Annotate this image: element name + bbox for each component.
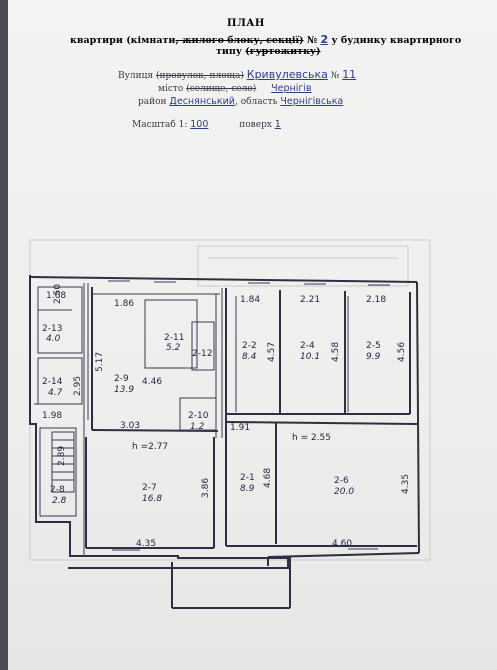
district-line: район Деснянський, область Чернігівська [138, 96, 343, 107]
room-2-5-id: 2-5 [366, 341, 381, 351]
city-label: місто [158, 84, 184, 94]
room-2-2-area: 8.4 [242, 352, 257, 362]
dim-5-17: 5.17 [95, 352, 105, 372]
line2-strike: (гуртожитку) [245, 46, 321, 57]
apartment-number: 2 [320, 33, 329, 46]
room-2-4-id: 2-4 [300, 341, 315, 351]
dim-4-35-right: 4.35 [401, 474, 411, 494]
room-2-11-id: 2-11 [164, 333, 184, 343]
room-2-8-area: 2.8 [52, 496, 67, 506]
scale-value: 100 [190, 119, 209, 130]
title-line-2: типу (гуртожитку) [216, 46, 321, 57]
document-sheet: ПЛАН квартири (кімнати, жилого блоку, се… [8, 0, 497, 670]
street-label: Вулиця [118, 71, 154, 81]
line1-post: у будинку квартирного [331, 35, 462, 46]
room-2-14-area: 4.7 [48, 388, 63, 398]
dimension-labels: 1.68 2.50 1.86 5.17 2.95 1.98 2.89 4.46 … [42, 284, 411, 549]
room-2-8-id: 2-8 [50, 485, 65, 495]
dim-4-60: 4.60 [332, 539, 352, 549]
region-label: , область [234, 97, 278, 107]
city-line: місто (селище, село) Чернігів [158, 83, 312, 94]
room-2-13-id: 2-13 [42, 324, 62, 334]
room-2-12-id: 2-12 [192, 349, 212, 359]
room-labels: 2-13 4.0 2-14 4.7 2-8 2.8 2-9 13.9 2-11 … [42, 324, 381, 506]
scale-line: Масштаб 1: 100 поверх 1 [132, 119, 281, 130]
window-marks [108, 280, 390, 551]
room-2-13-area: 4.0 [46, 334, 61, 344]
street-line: Вулиця (провулок, площа) Кривулевська № … [118, 68, 356, 81]
plan-title: ПЛАН [227, 18, 265, 29]
line1-no: № [306, 35, 318, 46]
room-2-6-area: 20.0 [334, 487, 354, 497]
dim-2-18: 2.18 [366, 295, 386, 305]
bleed-through [29, 239, 431, 561]
room-2-9-area: 13.9 [114, 385, 134, 395]
line1-pre: квартири (кімнати [70, 35, 176, 46]
floor-plan: 2-13 4.0 2-14 4.7 2-8 2.8 2-9 13.9 2-11 … [29, 239, 431, 609]
outer-walls [29, 275, 420, 609]
district-label: район [138, 97, 167, 107]
dim-1-98: 1.98 [42, 411, 62, 421]
room-2-4-area: 10.1 [300, 352, 320, 362]
dim-3-86: 3.86 [201, 478, 211, 498]
dim-3-03: 3.03 [120, 421, 140, 431]
dim-4-58: 4.58 [331, 342, 341, 362]
dim-1-91: 1.91 [230, 423, 250, 433]
dim-4-68: 4.68 [263, 468, 273, 488]
floor-label: поверх [239, 120, 272, 130]
dim-4-35: 4.35 [136, 539, 156, 549]
room-2-2-id: 2-2 [242, 341, 257, 351]
dim-4-57: 4.57 [267, 342, 277, 362]
title-line-1: квартири (кімнати, жилого блоку, секції)… [70, 33, 461, 46]
dim-2-50: 2.50 [53, 284, 63, 304]
room-2-10-area: 1.2 [190, 422, 205, 432]
street-no: 11 [342, 68, 357, 81]
city-strike: (селище, село) [186, 84, 257, 94]
floor-value: 1 [274, 119, 281, 130]
street-value: Кривулевська [246, 68, 328, 81]
street-strike: (провулок, площа) [155, 71, 244, 81]
dim-4-46: 4.46 [142, 377, 162, 387]
left-block [34, 283, 89, 556]
line1-strike: , жилого блоку, секції) [175, 35, 304, 46]
dim-1-86: 1.86 [114, 299, 134, 309]
height-2-77: h =2.77 [132, 442, 168, 452]
scale-label: Масштаб 1: [132, 120, 188, 130]
dim-4-56: 4.56 [397, 342, 407, 362]
dim-2-89: 2.89 [57, 446, 67, 466]
dim-1-84: 1.84 [240, 295, 260, 305]
city-value: Чернігів [271, 83, 312, 94]
room-2-14-id: 2-14 [42, 377, 63, 387]
room-2-5-area: 9.9 [366, 352, 381, 362]
room-2-6-id: 2-6 [334, 476, 349, 486]
room-2-1-id: 2-1 [240, 473, 255, 483]
dim-2-21: 2.21 [300, 295, 320, 305]
room-2-7-area: 16.8 [142, 494, 162, 504]
dim-2-95: 2.95 [73, 376, 83, 396]
room-2-9-id: 2-9 [114, 374, 129, 384]
height-2-55: h = 2.55 [292, 433, 331, 443]
central-block [85, 287, 223, 549]
district-value: Деснянський [169, 96, 235, 107]
room-2-11-area: 5.2 [166, 343, 181, 353]
room-2-7-id: 2-7 [142, 483, 157, 493]
room-2-1-area: 8.9 [240, 484, 255, 494]
dim-1-68: 1.68 [46, 291, 66, 301]
region-value: Чернігівська [280, 96, 344, 107]
street-no-label: № [330, 71, 340, 81]
right-block [225, 288, 418, 547]
room-2-10-id: 2-10 [188, 411, 209, 421]
line2-pre: типу [216, 46, 242, 57]
